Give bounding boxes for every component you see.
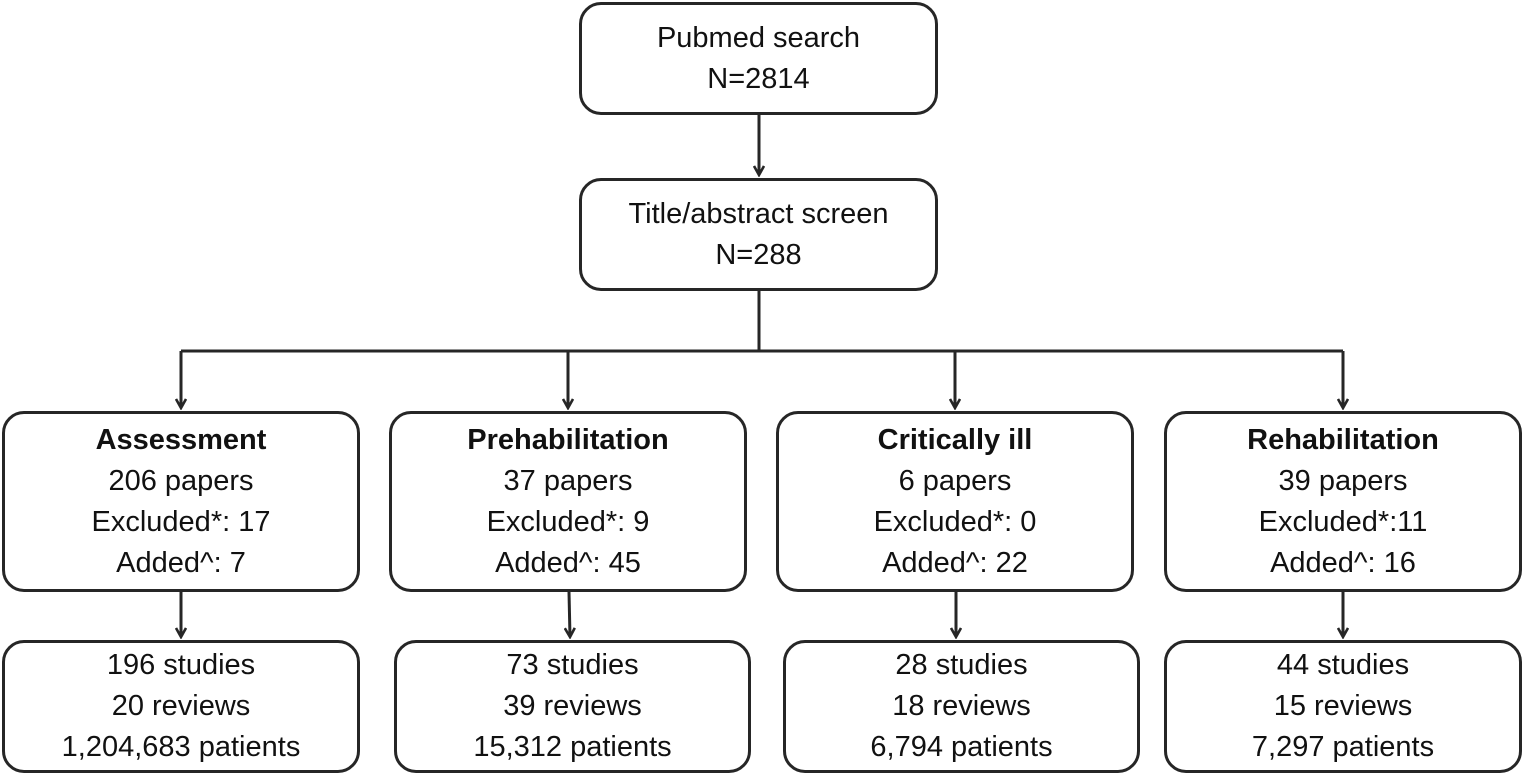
category-added: Added^: 22 (882, 546, 1028, 579)
result-studies: 28 studies (895, 649, 1028, 681)
result-patients: 15,312 patients (473, 731, 672, 763)
result-patients: 1,204,683 patients (61, 731, 301, 763)
category-name: Rehabilitation (1247, 423, 1439, 456)
category-excluded: Excluded*: 9 (486, 505, 650, 538)
result-reviews: 39 reviews (503, 690, 642, 722)
critically-ill-results-box: 28 studies 18 reviews 6,794 patients (783, 640, 1140, 773)
assessment-box: Assessment 206 papers Excluded*: 17 Adde… (2, 411, 360, 592)
prehabilitation-box: Prehabilitation 37 papers Excluded*: 9 A… (389, 411, 747, 592)
category-papers: 37 papers (503, 464, 633, 497)
arrow-result-prehabilitation (569, 591, 570, 637)
category-added: Added^: 16 (1270, 546, 1416, 579)
category-excluded: Excluded*: 0 (873, 505, 1037, 538)
category-excluded: Excluded*: 17 (91, 505, 271, 538)
result-studies: 196 studies (106, 649, 256, 681)
category-name: Assessment (95, 423, 267, 456)
category-name: Critically ill (877, 423, 1033, 456)
category-added: Added^: 45 (495, 546, 641, 579)
prehabilitation-results-box: 73 studies 39 reviews 15,312 patients (394, 640, 751, 773)
result-studies: 73 studies (506, 649, 639, 681)
screen-count: N=288 (715, 238, 802, 271)
category-papers: 6 papers (898, 464, 1012, 497)
result-reviews: 18 reviews (892, 690, 1031, 722)
result-studies: 44 studies (1276, 649, 1410, 681)
category-papers: 206 papers (108, 464, 254, 497)
title-abstract-screen-box: Title/abstract screen N=288 (579, 178, 938, 291)
result-patients: 6,794 patients (870, 731, 1053, 763)
rehabilitation-results-box: 44 studies 15 reviews 7,297 patients (1164, 640, 1522, 773)
result-reviews: 20 reviews (111, 690, 251, 722)
critically-ill-box: Critically ill 6 papers Excluded*: 0 Add… (776, 411, 1134, 592)
search-count: N=2814 (707, 62, 810, 95)
category-papers: 39 papers (1278, 464, 1408, 497)
category-excluded: Excluded*:11 (1258, 505, 1428, 538)
result-patients: 7,297 patients (1251, 731, 1435, 763)
rehabilitation-box: Rehabilitation 39 papers Excluded*:11 Ad… (1164, 411, 1522, 592)
search-title: Pubmed search (656, 21, 861, 54)
pubmed-search-box: Pubmed search N=2814 (579, 2, 938, 115)
category-name: Prehabilitation (467, 423, 669, 456)
result-reviews: 15 reviews (1273, 690, 1413, 722)
category-added: Added^: 7 (116, 546, 246, 579)
screen-title: Title/abstract screen (628, 197, 889, 230)
assessment-results-box: 196 studies 20 reviews 1,204,683 patient… (2, 640, 360, 773)
